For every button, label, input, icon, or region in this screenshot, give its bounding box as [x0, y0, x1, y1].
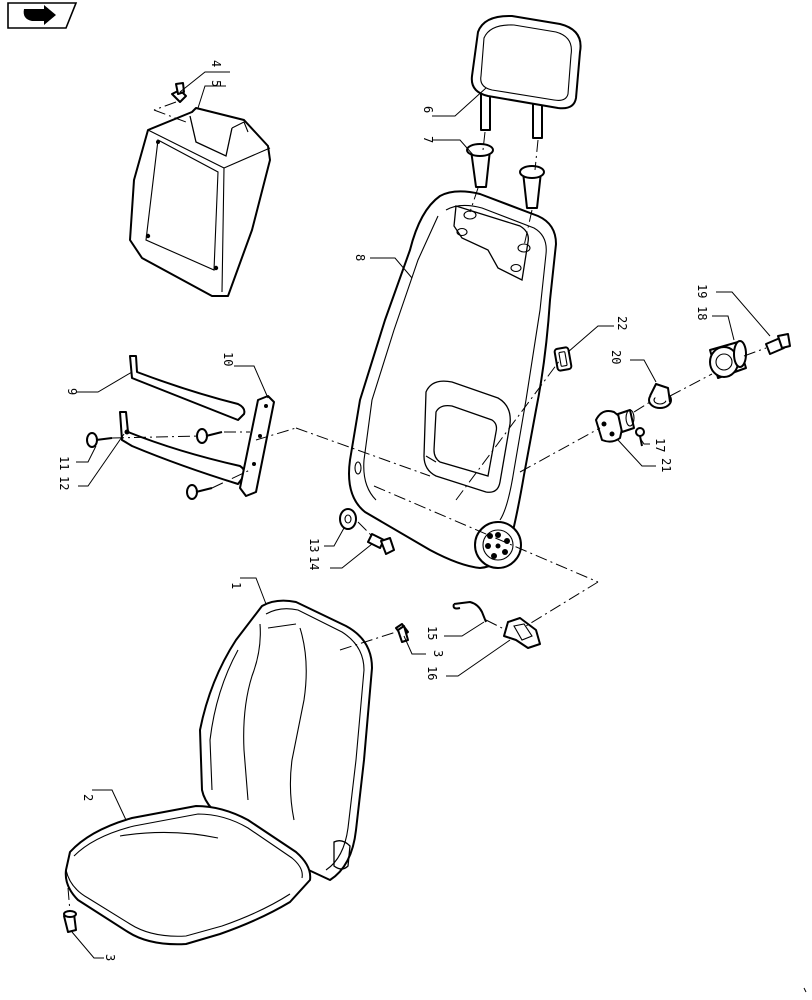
callout-4: 4: [209, 60, 223, 67]
headrest-guides: [466, 143, 545, 209]
screw-4: [171, 82, 187, 103]
wire-clip-15: [452, 601, 487, 623]
callout-22: 22: [615, 316, 629, 330]
headrest: [470, 14, 582, 139]
callout-14: 14: [307, 556, 321, 570]
callout-20: 20: [609, 350, 623, 364]
screw-3-bottom: [63, 910, 77, 933]
screw-17: [635, 427, 645, 447]
arrow-right-icon: [23, 5, 56, 25]
callout-3b: 3: [431, 650, 445, 657]
bushing-20: [648, 383, 672, 409]
rear-cover: [129, 107, 271, 297]
callout-2: 2: [81, 794, 95, 801]
rivets-11: [86, 428, 223, 500]
callout-10: 10: [221, 352, 235, 366]
callout-21: 21: [659, 458, 673, 472]
nav-button[interactable]: [7, 2, 78, 29]
clip-22: [553, 346, 573, 372]
callout-16: 16: [425, 666, 439, 680]
backrest-frame: [348, 190, 557, 569]
seat-cushion: [64, 805, 312, 946]
callout-5: 5: [209, 80, 223, 87]
screw-19: [765, 333, 791, 355]
callout-17: 17: [653, 438, 667, 452]
callout-15: 15: [425, 626, 439, 640]
screw-3-top: [395, 623, 409, 643]
bracket-16: [503, 617, 541, 649]
washer-13: [339, 508, 357, 530]
assembly-centerlines: [67, 101, 767, 913]
bolt-14: [367, 533, 395, 555]
callout-12: 12: [57, 476, 71, 490]
callout-11: 11: [57, 456, 71, 470]
callout-18: 18: [695, 306, 709, 320]
callout-19: 19: [695, 284, 709, 298]
lock-mechanism-21: [595, 409, 635, 443]
knob-18: [709, 340, 747, 379]
callout-6: 6: [421, 106, 435, 113]
support-straps: [119, 355, 246, 485]
callout-3a: 3: [103, 954, 117, 961]
callout-7: 7: [421, 136, 435, 143]
callouts: 1 2 3 3 4 5 6 7 8 9 10 11 12 13 14 15 16…: [57, 60, 709, 961]
backrest-cushion: [199, 599, 373, 881]
mounting-bar: [239, 395, 275, 497]
callout-9: 9: [65, 388, 79, 395]
callout-13: 13: [307, 538, 321, 552]
callout-8: 8: [353, 254, 367, 261]
callout-leaders: [71, 71, 807, 993]
callout-1: 1: [229, 582, 243, 589]
